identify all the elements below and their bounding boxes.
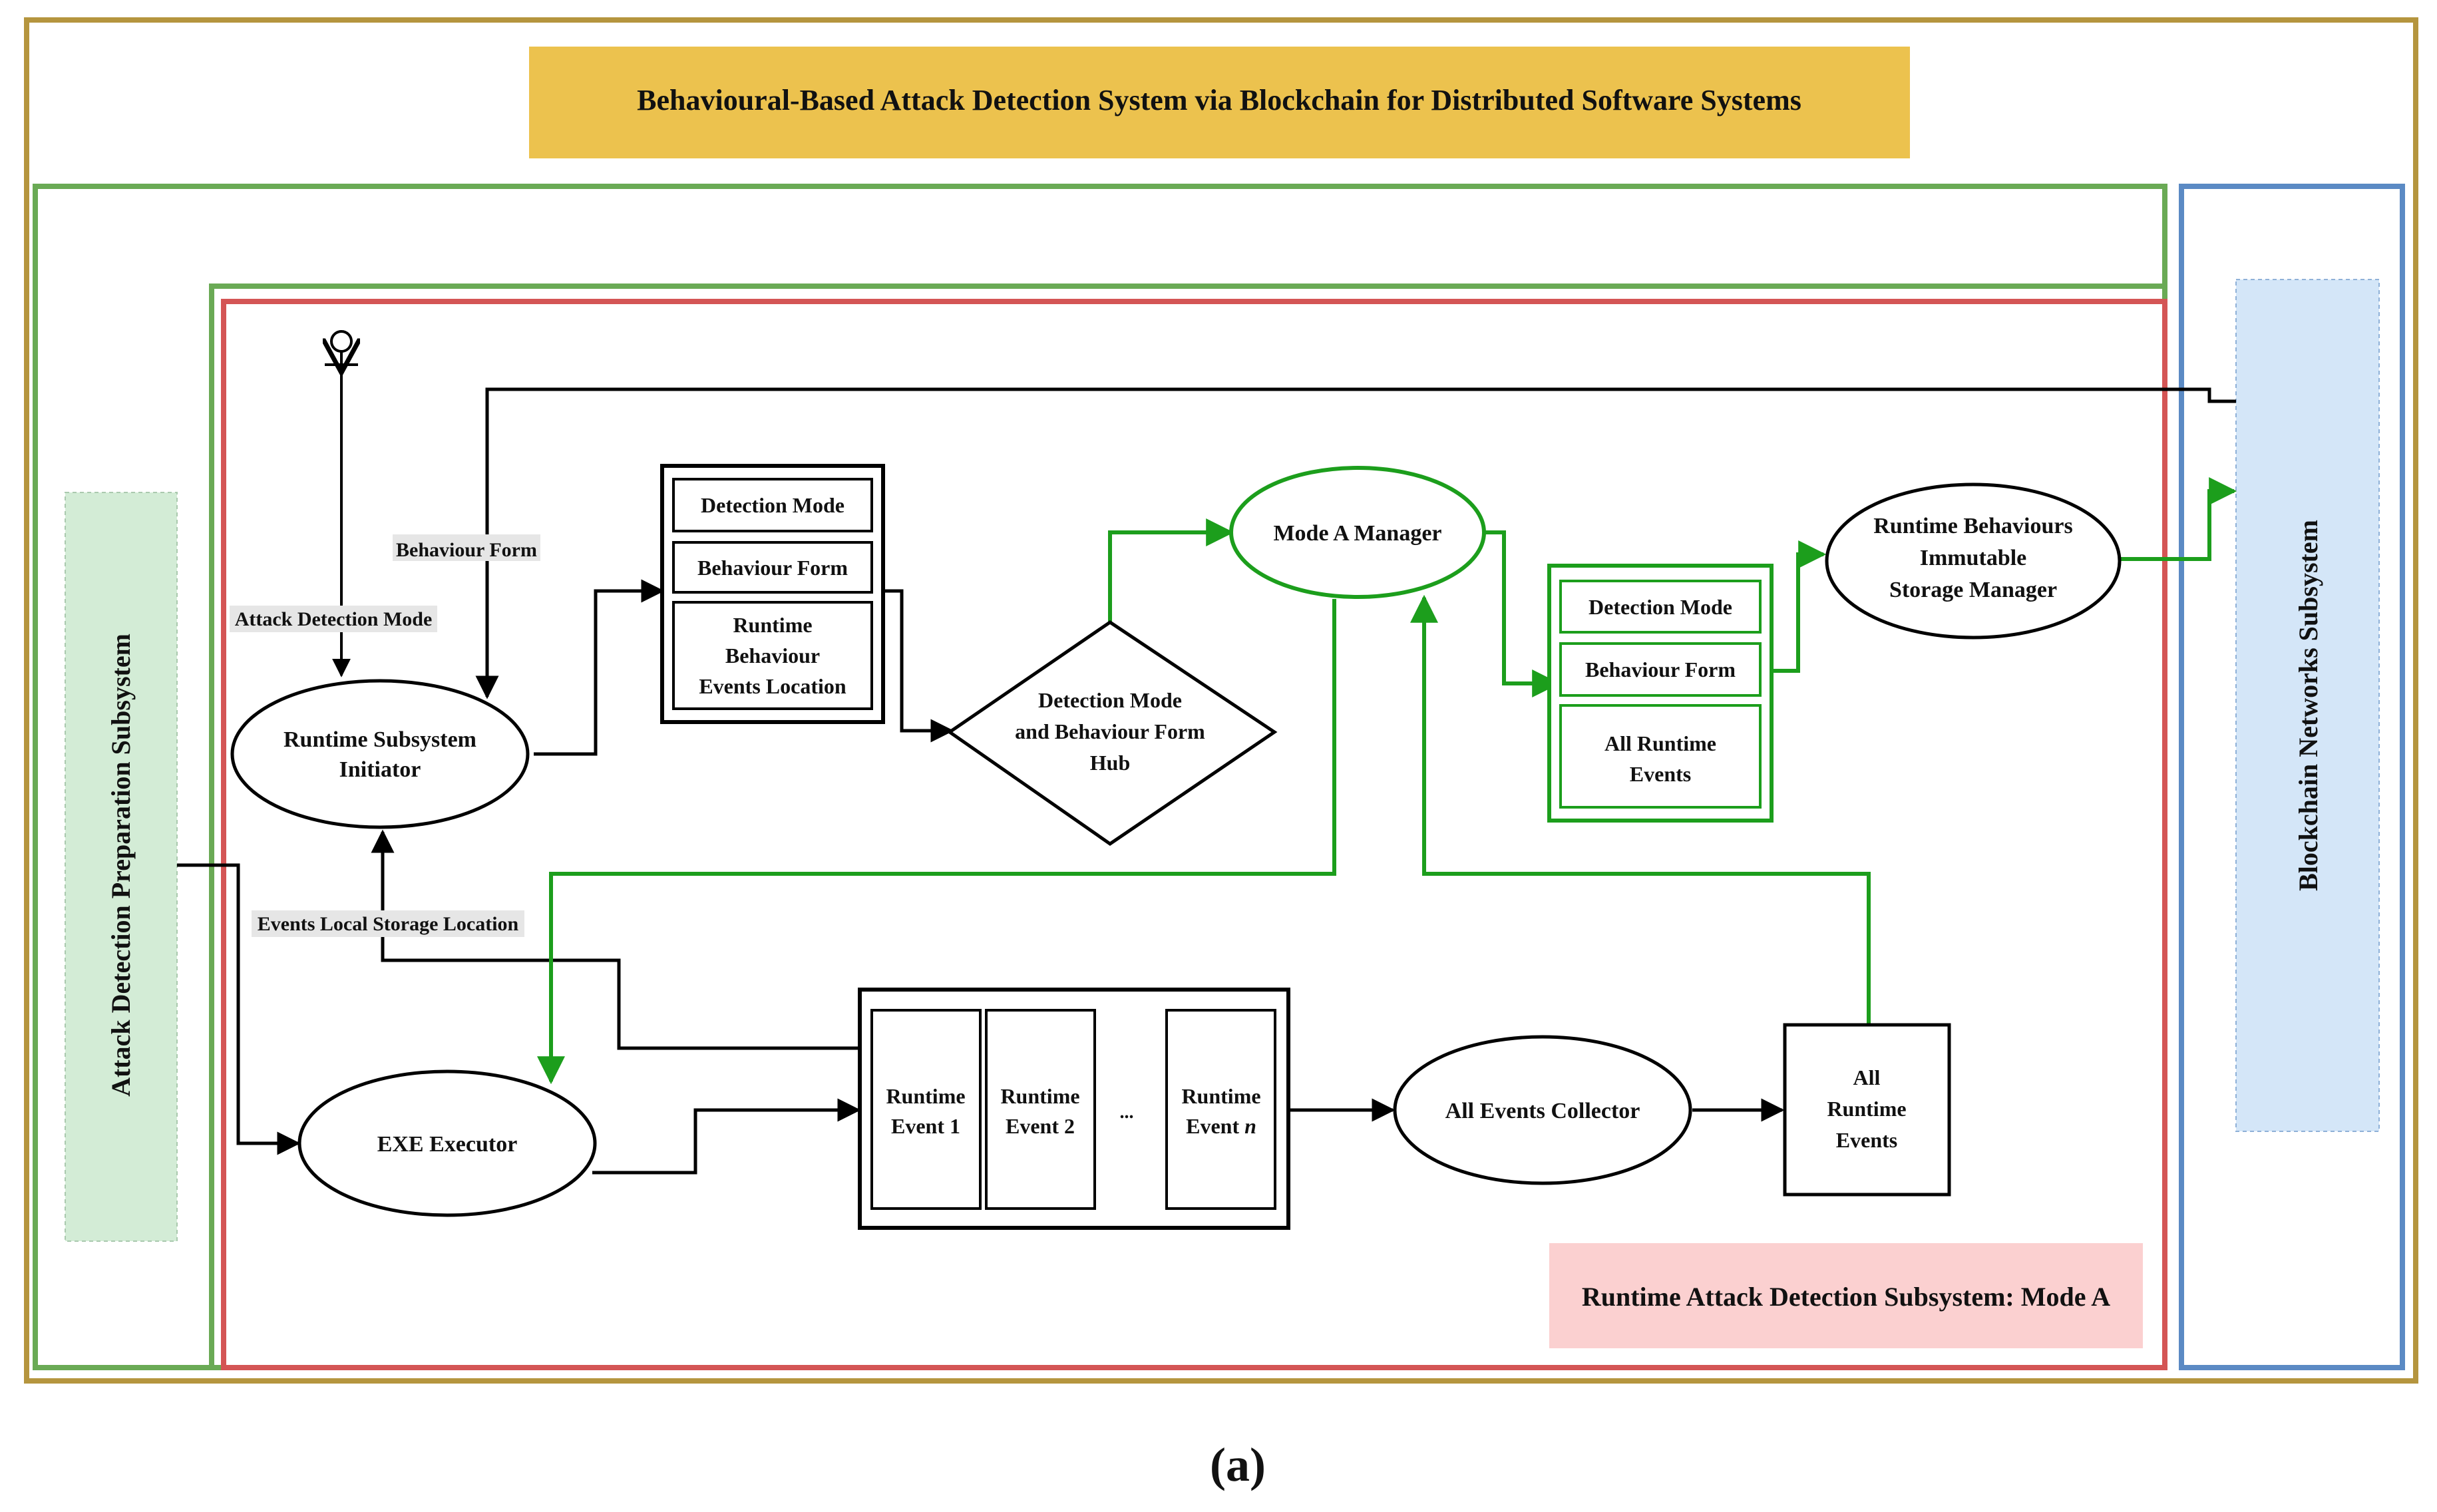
events-to-initiator-arrow [371, 829, 860, 1050]
stack-left-location-box [672, 601, 873, 710]
runtime-event-n-italic: n [1244, 1114, 1256, 1138]
runtime-event-1-box [870, 1009, 982, 1210]
stack-left-detection-mode: Detection Mode [701, 493, 844, 517]
hub-label-line1: Detection Mode [1038, 688, 1182, 712]
runtime-event-1-line1: Runtime [886, 1084, 965, 1108]
blockchain-frame [2179, 184, 2405, 1370]
all-events-to-manager-arrow [1410, 594, 1871, 1025]
storage-manager-line3: Storage Manager [1889, 578, 2057, 602]
storage-manager-line1: Runtime Behaviours [1873, 514, 2072, 538]
runtime-event-2-line2: Event 2 [1006, 1114, 1075, 1138]
hub-label-line2: and Behaviour Form [1015, 719, 1205, 743]
hub-to-manager-arrow [1108, 518, 1234, 622]
outer-frame [24, 17, 2418, 1384]
preparation-subsystem-label: Attack Detection Preparation Subsystem [106, 634, 136, 1097]
executor-to-events-arrow [592, 1098, 861, 1175]
events-local-storage-edge-label: Events Local Storage Location [258, 913, 519, 935]
storage-manager-line2: Immutable [1920, 546, 2027, 570]
preparation-subsystem-box [65, 492, 178, 1242]
exe-executor-label: EXE Executor [377, 1132, 518, 1157]
storage-manager-node [1825, 482, 2122, 640]
runtime-event-n-box [1165, 1009, 1276, 1210]
mode-a-manager-node [1229, 466, 1486, 599]
detection-hub-node [946, 620, 1278, 847]
stack-left-location-line1: Runtime [733, 613, 812, 637]
attack-detection-mode-edge-label-bg [230, 606, 437, 632]
runtime-event-1-line2: Event 1 [891, 1114, 960, 1138]
initiator-to-stack-arrow [534, 579, 665, 756]
behaviour-form-edge-label: Behaviour Form [396, 539, 537, 561]
attack-detection-mode-edge-label: Attack Detection Mode [235, 608, 433, 630]
runtime-subsystem-frame [221, 299, 2167, 1370]
events-local-storage-edge-label-bg [252, 910, 524, 937]
blockchain-behaviour-form-arrow [475, 387, 2236, 699]
mode-a-manager-label: Mode A Manager [1273, 521, 1441, 546]
runtime-events-ellipsis: ... [1120, 1102, 1134, 1123]
stack-left-location-line3: Events Location [699, 674, 846, 698]
storage-to-blockchain-arrow [2120, 477, 2237, 561]
initiator-label-line1: Runtime Subsystem [283, 727, 476, 752]
runtime-event-n-line1: Runtime [1181, 1084, 1260, 1108]
stack-left-detection-mode-box [672, 478, 873, 532]
stack-right-events-line1: All Runtime [1604, 731, 1716, 755]
all-runtime-events-line2: Runtime [1827, 1097, 1906, 1121]
runtime-subsystem-label-box [1549, 1243, 2143, 1348]
title-text: Behavioural-Based Attack Detection Syste… [637, 84, 1801, 116]
stack-right-behaviour-form: Behaviour Form [1585, 658, 1736, 681]
stack-right-detection-mode-box [1559, 580, 1762, 634]
runtime-event-n-word: Event [1186, 1114, 1244, 1138]
all-runtime-events-line3: Events [1836, 1128, 1897, 1152]
runtime-subsystem-initiator-node [230, 679, 530, 829]
stack-right-detection-mode: Detection Mode [1589, 595, 1732, 619]
stack-right-behaviour-form-box [1559, 642, 1762, 697]
stack-left-behaviour-form-box [672, 541, 873, 594]
stack-left-behaviour-form: Behaviour Form [697, 556, 848, 580]
figure-caption: (a) [1210, 1438, 1266, 1491]
title-banner [529, 47, 1910, 158]
stack-left-location-line2: Behaviour [725, 644, 820, 667]
runtime-subsystem-label: Runtime Attack Detection Subsystem: Mode… [1582, 1282, 2110, 1312]
blockchain-subsystem-box [2235, 279, 2380, 1132]
hub-label-line3: Hub [1090, 751, 1130, 775]
blockchain-subsystem-label: Blockchain Networks Subsystem [2293, 520, 2323, 891]
all-runtime-events-line1: All [1853, 1065, 1881, 1089]
behaviour-form-edge-label-bg [393, 534, 540, 561]
initiator-label-line2: Initiator [339, 757, 421, 782]
all-events-collector-node [1393, 1035, 1692, 1185]
manager-to-right-stack-arrow [1484, 530, 1561, 697]
all-runtime-events-box [1783, 1023, 1951, 1197]
runtime-event-2-line1: Runtime [1000, 1084, 1079, 1108]
runtime-event-2-box [985, 1009, 1096, 1210]
manager-to-executor-arrow [537, 599, 1336, 1085]
stack-right-events-box [1559, 704, 1762, 809]
prep-to-executor-arrow [177, 863, 301, 1155]
right-stack-to-storage-arrow [1772, 540, 1827, 673]
all-events-collector-label: All Events Collector [1445, 1099, 1640, 1123]
runtime-event-n-line2: Event n [1186, 1114, 1256, 1138]
stack-right-events-line2: Events [1630, 762, 1691, 786]
exe-executor-node [297, 1069, 597, 1217]
stack-to-hub-arrow [883, 589, 954, 743]
